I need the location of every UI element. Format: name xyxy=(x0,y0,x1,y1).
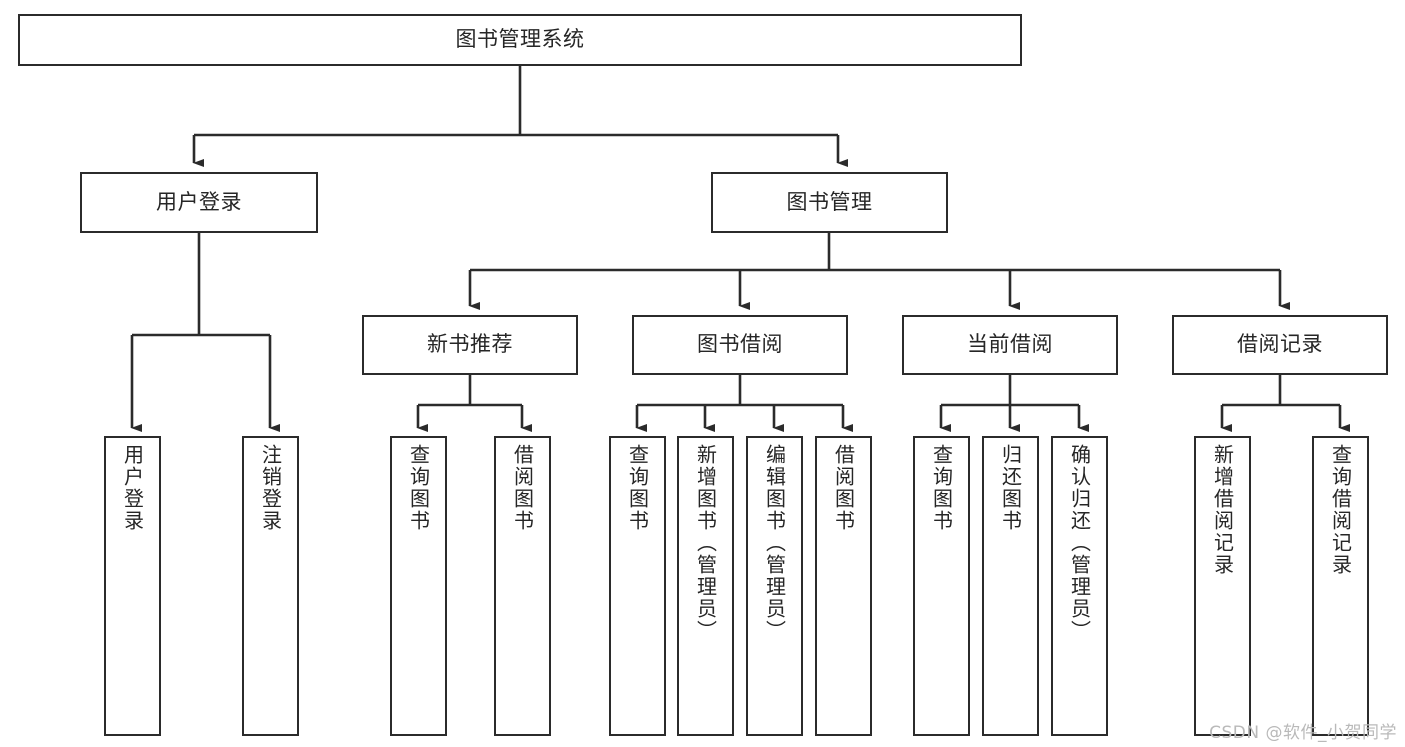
node-borrow-record[interactable]: 借阅记录 xyxy=(1172,315,1388,375)
node-leaf-query-borrow-record[interactable]: 查询借阅记录 xyxy=(1312,436,1369,736)
node-leaf-logout-login[interactable]: 注销登录 xyxy=(242,436,299,736)
node-leaf-borrow-book[interactable]: 借阅图书 xyxy=(815,436,872,736)
node-label: 新增图书（管理员） xyxy=(693,444,718,642)
node-label: 用户登录 xyxy=(120,444,145,532)
node-label: 查询借阅记录 xyxy=(1328,444,1353,576)
node-label: 借阅图书 xyxy=(831,444,856,532)
node-label: 编辑图书（管理员） xyxy=(762,444,787,642)
node-leaf-query-book-borrow[interactable]: 查询图书 xyxy=(609,436,666,736)
node-leaf-add-borrow-record[interactable]: 新增借阅记录 xyxy=(1194,436,1251,736)
node-user-login[interactable]: 用户登录 xyxy=(80,172,318,233)
node-label: 图书借阅 xyxy=(697,332,783,357)
node-label: 借阅图书 xyxy=(510,444,535,532)
node-label: 新增借阅记录 xyxy=(1210,444,1235,576)
node-leaf-confirm-return-admin[interactable]: 确认归还（管理员） xyxy=(1051,436,1108,736)
node-label: 图书管理 xyxy=(786,189,873,214)
node-label: 查询图书 xyxy=(929,444,954,532)
node-label: 归还图书 xyxy=(998,444,1023,532)
node-book-borrow[interactable]: 图书借阅 xyxy=(632,315,848,375)
node-leaf-query-book-recommend[interactable]: 查询图书 xyxy=(390,436,447,736)
node-leaf-edit-book-admin[interactable]: 编辑图书（管理员） xyxy=(746,436,803,736)
node-label: 图书管理系统 xyxy=(455,27,585,52)
node-label: 查询图书 xyxy=(625,444,650,532)
node-leaf-return-book[interactable]: 归还图书 xyxy=(982,436,1039,736)
node-label: 用户登录 xyxy=(156,189,242,214)
node-leaf-user-login[interactable]: 用户登录 xyxy=(104,436,161,736)
node-label: 借阅记录 xyxy=(1237,332,1323,357)
node-label: 查询图书 xyxy=(406,444,431,532)
node-new-book-recommend[interactable]: 新书推荐 xyxy=(362,315,578,375)
node-book-management[interactable]: 图书管理 xyxy=(711,172,948,233)
node-label: 当前借阅 xyxy=(967,332,1053,357)
watermark-text: CSDN @软件_小贺同学 xyxy=(1209,723,1397,743)
node-current-borrow[interactable]: 当前借阅 xyxy=(902,315,1118,375)
node-label: 确认归还（管理员） xyxy=(1067,444,1092,642)
node-label: 新书推荐 xyxy=(427,332,513,357)
node-leaf-add-book-admin[interactable]: 新增图书（管理员） xyxy=(677,436,734,736)
node-leaf-borrow-book-recommend[interactable]: 借阅图书 xyxy=(494,436,551,736)
node-leaf-query-book-current[interactable]: 查询图书 xyxy=(913,436,970,736)
node-root-book-management-system[interactable]: 图书管理系统 xyxy=(18,14,1022,66)
node-label: 注销登录 xyxy=(258,444,283,532)
